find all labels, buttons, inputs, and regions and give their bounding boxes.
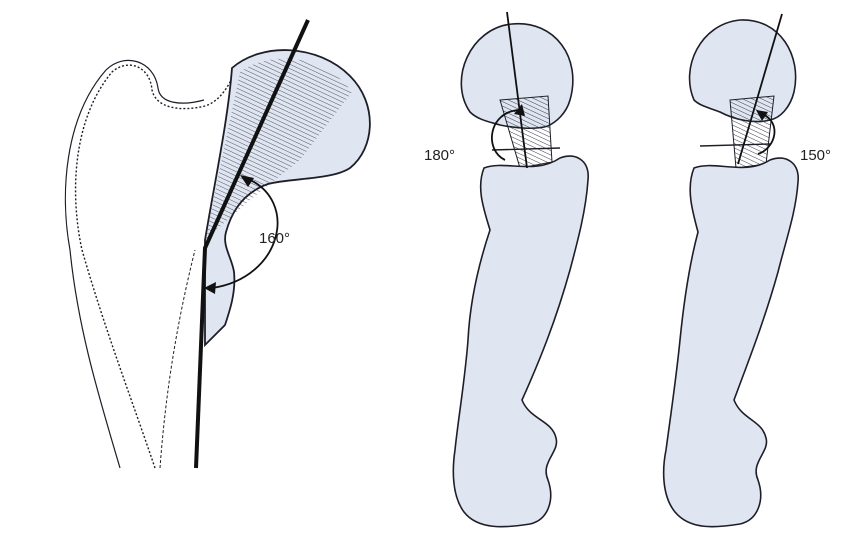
femur-valgus-180: 180° — [424, 12, 588, 527]
femur-shaft-inner-line — [160, 250, 195, 468]
neck-trabeculae — [730, 96, 774, 168]
femoral-shaft — [664, 158, 799, 527]
femur-outline-inner — [65, 60, 204, 468]
angle-label-150: 150° — [800, 147, 831, 164]
femoral-shaft — [453, 156, 588, 527]
proximal-femur-schematic: 160° — [65, 20, 369, 468]
femur-varus-150: 150° — [664, 14, 831, 527]
angle-label-160: 160° — [259, 230, 290, 247]
angle-label-180: 180° — [424, 147, 455, 164]
